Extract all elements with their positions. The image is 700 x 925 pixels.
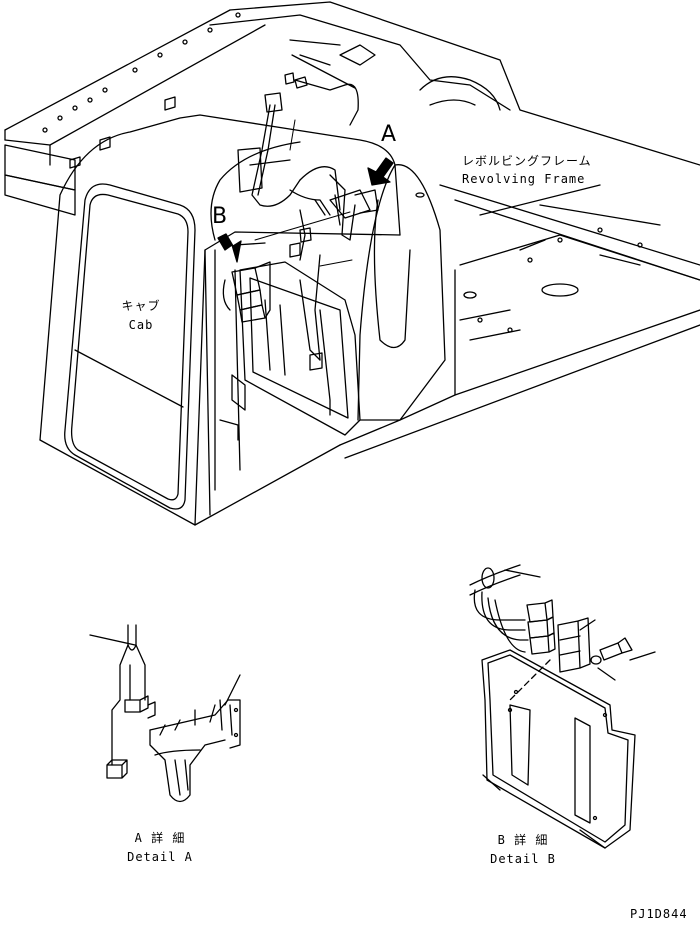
- callout-b: B: [212, 204, 228, 229]
- leader-lines: [254, 119, 353, 267]
- arrow-b-icon: [217, 233, 242, 263]
- cab-label-jp: キャブ: [121, 299, 161, 313]
- detail-a-label-en: Detail A: [127, 850, 193, 864]
- revolving-frame-label-en: Revolving Frame: [462, 172, 586, 186]
- detail-b-label-jp: B 詳 細: [497, 833, 549, 847]
- revolving-frame: [209, 1, 700, 459]
- detail-a-drawing: [89, 624, 241, 803]
- wiring-harness: [222, 54, 379, 371]
- side-rail: [4, 9, 266, 216]
- detail-a-label-jp: A 詳 細: [134, 831, 186, 845]
- callout-a: A: [381, 122, 397, 147]
- detail-b-drawing: [469, 564, 656, 849]
- arrow-a-icon: [367, 157, 394, 186]
- cab-label-en: Cab: [128, 318, 154, 332]
- cab: [39, 114, 401, 526]
- revolving-frame-label-jp: レボルビングフレーム: [462, 154, 592, 168]
- drawing-code: PJ1D844: [630, 907, 688, 921]
- detail-b-label-en: Detail B: [490, 852, 556, 866]
- mounting-plate: [239, 164, 446, 436]
